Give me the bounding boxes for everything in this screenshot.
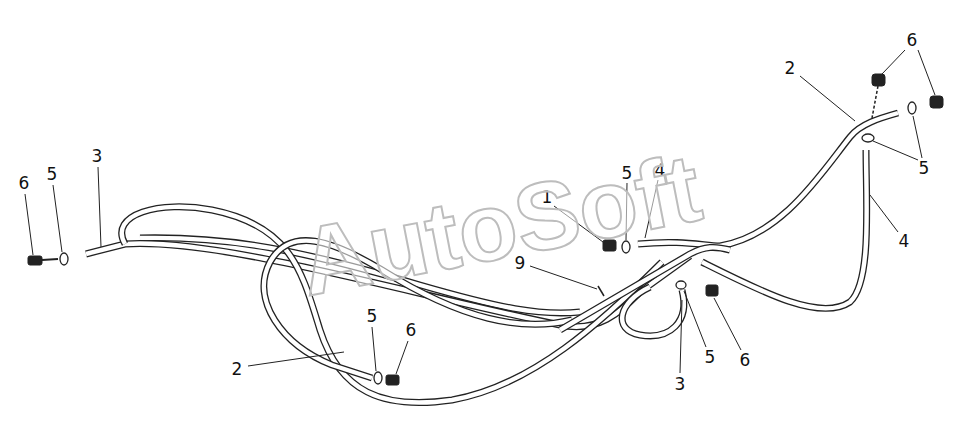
callout-number: 6 [907,32,918,49]
leader-lines [25,50,935,374]
callout-number: 5 [367,308,378,325]
callout-number: 5 [47,166,58,183]
clamps-and-fittings [28,74,943,385]
hoses [86,113,898,403]
callout-number: 3 [675,376,686,393]
callout-number: 3 [92,148,103,165]
callout-number: 2 [785,60,796,77]
callout-number: 4 [899,233,910,250]
callout-number: 6 [740,352,751,369]
callout-number: 5 [919,160,930,177]
callout-number: 6 [19,175,30,192]
callout-number: 2 [232,361,243,378]
callout-number: 5 [705,349,716,366]
callout-number: 6 [406,322,417,339]
